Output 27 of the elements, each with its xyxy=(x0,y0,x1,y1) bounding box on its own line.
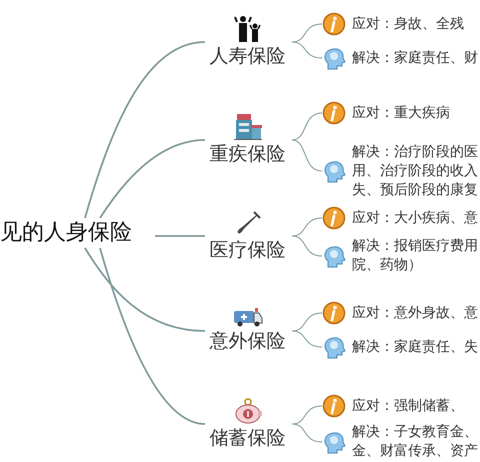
branch-line xyxy=(292,112,322,140)
topic-text: 见的人身保险 xyxy=(0,218,145,248)
branch-line xyxy=(292,330,322,348)
branch-line xyxy=(84,41,206,218)
branch-line xyxy=(155,235,205,237)
note-text: 解决：报销医疗费用院、药物） xyxy=(352,237,479,275)
note-text: 应对：强制储蓄、 xyxy=(352,396,465,416)
branch-line xyxy=(292,424,322,442)
note-text: 解决：治疗阶段的医用、治疗阶段的收入失、预后阶段的康复 xyxy=(352,142,479,200)
note-text: 解决：家庭责任、财 xyxy=(352,48,479,68)
branch-line xyxy=(292,140,322,172)
note-text: 应对：身故、全残 xyxy=(352,14,465,34)
branch-label: 储蓄保险 xyxy=(208,426,286,450)
note-text: 应对：大小疾病、意 xyxy=(352,208,479,228)
branch-line xyxy=(84,248,206,332)
note-text: 解决：子女教育金、金、财富传承、资产 xyxy=(352,423,479,461)
branch-line xyxy=(99,248,206,425)
note-text: 应对：意外身故、意 xyxy=(352,304,479,322)
branch-label: 医疗保险 xyxy=(208,238,286,262)
branch-label: 重疾保险 xyxy=(208,142,286,166)
branch-line xyxy=(292,236,322,256)
note-text: 应对：重大疾病 xyxy=(352,104,451,122)
branch-label: 人寿保险 xyxy=(208,44,286,68)
branch-line xyxy=(99,139,206,218)
branch-label: 意外保险 xyxy=(208,329,286,353)
note-text: 解决：家庭责任、失 xyxy=(352,338,479,356)
branch-line xyxy=(292,42,322,58)
